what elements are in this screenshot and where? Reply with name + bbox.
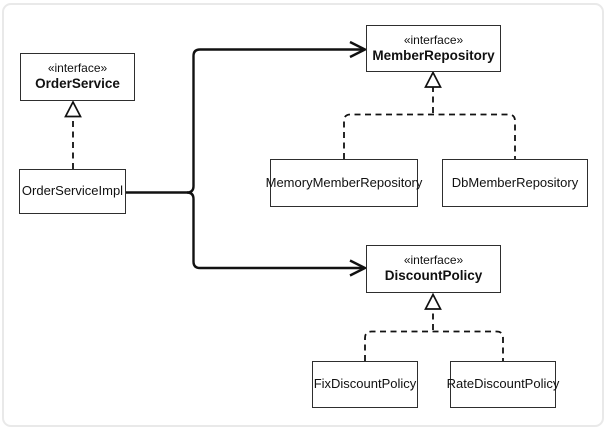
hollow-triangle-icon	[424, 70, 442, 88]
hollow-triangle-icon	[424, 292, 442, 310]
class-name: DbMemberRepository	[451, 174, 579, 190]
class-box-ratediscountpolicy: RateDiscountPolicy	[447, 361, 559, 408]
hollow-triangle-icon	[64, 100, 82, 118]
stereotype-label: «interface»	[403, 253, 464, 268]
interface-box-orderservice: «interface» OrderService	[20, 53, 135, 101]
class-box-dbmemberrepository: DbMemberRepository	[442, 159, 588, 207]
class-box-orderserviceimpl: OrderServiceImpl	[19, 169, 126, 214]
dependency-arrow-orderserviceimpl-to-discountpolicy	[186, 191, 368, 277]
class-name: RateDiscountPolicy	[446, 376, 560, 392]
interface-name: DiscountPolicy	[384, 268, 483, 284]
class-name: MemoryMemberRepository	[265, 174, 423, 190]
class-box-memorymemberrepository: MemoryMemberRepository	[266, 159, 422, 207]
interface-box-memberrepository: «interface» MemberRepository	[366, 25, 501, 72]
realization-orderserviceimpl-to-orderservice	[64, 100, 82, 169]
interface-name: MemberRepository	[372, 47, 495, 63]
open-arrowhead-icon	[349, 259, 368, 277]
realization-members-to-memberrepository	[343, 70, 516, 159]
interface-name: OrderService	[35, 76, 120, 92]
open-arrowhead-icon	[349, 40, 368, 59]
stereotype-label: «interface»	[403, 32, 464, 47]
class-name: FixDiscountPolicy	[313, 376, 417, 392]
interface-box-discountpolicy: «interface» DiscountPolicy	[366, 245, 501, 293]
realization-policies-to-discountpolicy	[364, 292, 504, 361]
stereotype-label: «interface»	[47, 61, 108, 76]
class-name: OrderServiceImpl	[21, 183, 124, 199]
class-box-fixdiscountpolicy: FixDiscountPolicy	[312, 361, 418, 408]
